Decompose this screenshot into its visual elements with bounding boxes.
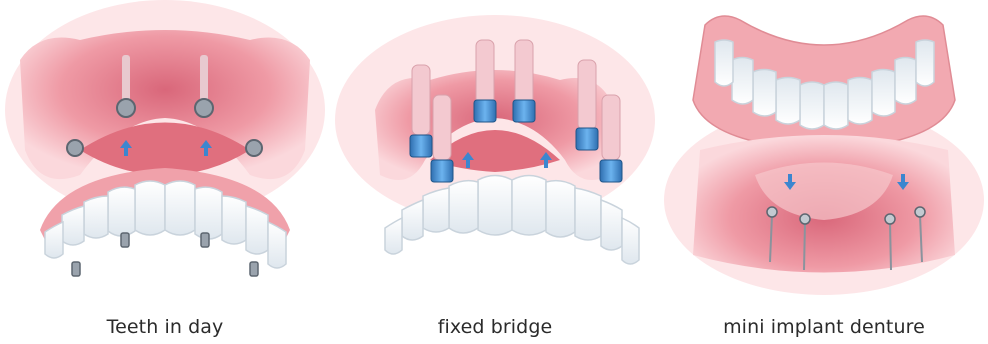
implant-bridge-icon — [330, 0, 660, 310]
panel-mini-implant-denture: mini implant denture — [660, 0, 988, 344]
panel-caption: Teeth in day — [0, 316, 330, 338]
mini-implant-denture-icon — [660, 0, 988, 310]
panel-teeth-in-day: Teeth in day — [0, 0, 330, 344]
panel-fixed-bridge: fixed bridge — [330, 0, 660, 344]
all-on-4-implant-icon — [0, 0, 330, 310]
panel-caption: fixed bridge — [330, 316, 660, 338]
panel-caption: mini implant denture — [660, 316, 988, 338]
